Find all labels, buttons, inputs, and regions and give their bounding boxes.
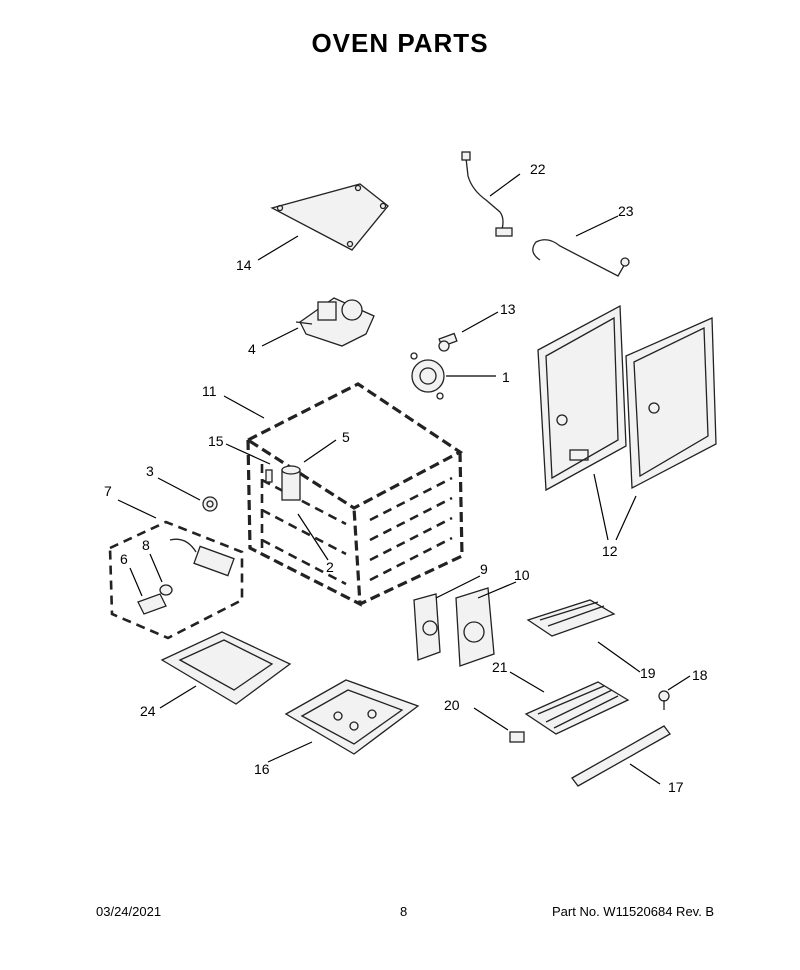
callout-21: 21: [492, 659, 508, 675]
callout-20: 20: [444, 697, 460, 713]
callout-24: 24: [140, 703, 156, 719]
part-4-bracket: [295, 297, 375, 347]
part-7-light-assembly: [108, 520, 244, 640]
part-19-rack: [526, 599, 616, 637]
footer-page-number: 8: [400, 904, 408, 919]
part-10-hinge-bracket: [455, 587, 495, 667]
part-12-side-panels: [537, 304, 717, 492]
callout-13: 13: [500, 301, 516, 317]
callout-15: 15: [208, 433, 224, 449]
callout-9: 9: [480, 561, 488, 577]
callout-3: 3: [146, 463, 154, 479]
callout-10: 10: [514, 567, 530, 583]
callout-11: 11: [202, 383, 217, 399]
part-3-knob: [202, 496, 218, 512]
part-18-screw: [658, 690, 670, 710]
part-11-oven-cavity: [244, 382, 464, 607]
callout-22: 22: [530, 161, 546, 177]
callout-7: 7: [104, 483, 112, 499]
part-8-bulb: [159, 584, 173, 596]
callout-17: 17: [668, 779, 684, 795]
part-15-fitting: [265, 469, 273, 483]
callout-6: 6: [120, 551, 128, 567]
callout-2: 2: [326, 559, 334, 575]
callout-8: 8: [142, 537, 150, 553]
part-5-burner: [281, 465, 301, 501]
part-16-broiler-pan: [284, 679, 420, 755]
footer-date: 03/24/2021: [96, 904, 162, 919]
callout-12: 12: [602, 543, 618, 559]
callout-4: 4: [248, 341, 256, 357]
callout-1: 1: [502, 369, 510, 385]
part-17-rail: [571, 725, 671, 787]
footer-part-number: Part No. W11520684 Rev. B: [552, 904, 715, 919]
part-1-gasket: [410, 352, 445, 400]
part-20-clip: [509, 731, 525, 743]
callout-23: 23: [618, 203, 634, 219]
callout-14: 14: [236, 257, 252, 273]
part-9-hinge-bracket: [413, 593, 441, 661]
callout-19: 19: [640, 665, 656, 681]
callout-5: 5: [342, 429, 350, 445]
callout-18: 18: [692, 667, 708, 683]
part-6-lens: [137, 593, 167, 615]
part-13-screw: [438, 332, 458, 352]
part-24-rack-frame: [160, 631, 292, 705]
page-title: OVEN PARTS: [311, 28, 489, 58]
part-22-tube: [461, 151, 513, 237]
part-14-top-plate: [270, 183, 389, 251]
part-23-burner-tube: [532, 239, 630, 277]
part-21-rack: [524, 681, 630, 735]
leader-lines: [117, 173, 691, 785]
callout-16: 16: [254, 761, 270, 777]
